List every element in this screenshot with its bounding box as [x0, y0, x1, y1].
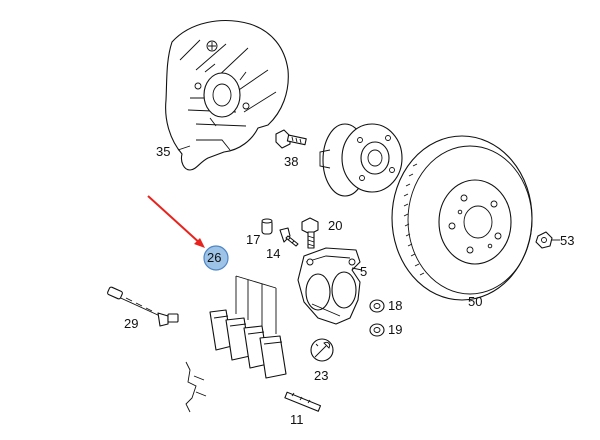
highlight-badge-circle	[203, 245, 229, 271]
part-label-11: 11	[290, 412, 304, 427]
splash-shield-part	[165, 20, 289, 171]
part-label-5: 5	[360, 264, 367, 279]
part-label-53: 53	[560, 233, 574, 248]
wear-sensor-29-part	[107, 286, 179, 327]
cap-17-part	[261, 218, 273, 235]
repair-kit-23-part	[310, 338, 334, 362]
part-label-14: 14	[266, 246, 280, 261]
spring-clip-part	[185, 361, 207, 413]
brake-caliper-part	[297, 247, 363, 325]
bolt-38-part	[275, 129, 307, 149]
highlight-arrow	[147, 195, 205, 248]
highlight-badge-26[interactable]: 26	[203, 245, 229, 271]
part-label-29: 29	[124, 316, 138, 331]
part-label-26: 26	[207, 250, 221, 265]
washer-19-part	[369, 323, 385, 337]
bleeder-valve-14-part	[279, 227, 299, 247]
brake-pads-26-part	[209, 275, 287, 379]
washer-18-part	[369, 299, 385, 313]
part-label-38: 38	[284, 154, 298, 169]
part-label-50: 50	[468, 294, 482, 309]
guide-pin-11-part	[284, 391, 322, 412]
bolt-20-part	[301, 217, 319, 249]
part-label-20: 20	[328, 218, 342, 233]
part-label-23: 23	[314, 368, 328, 383]
brake-disc-part	[391, 135, 533, 301]
part-label-17: 17	[246, 232, 260, 247]
part-label-19: 19	[388, 322, 402, 337]
screw-53-part	[535, 231, 560, 249]
wheel-hub-part	[319, 123, 403, 197]
part-label-35: 35	[156, 144, 170, 159]
part-label-18: 18	[388, 298, 402, 313]
